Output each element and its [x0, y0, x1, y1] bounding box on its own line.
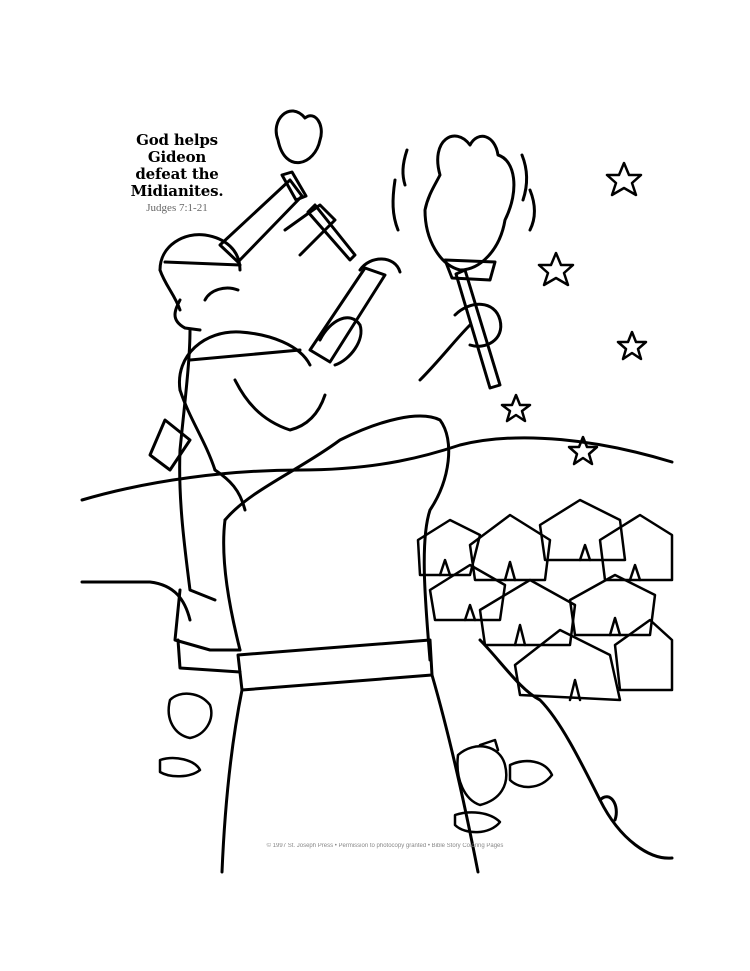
tent-icon — [513, 628, 622, 702]
torch-icon — [306, 203, 357, 262]
torch-icon — [274, 109, 323, 164]
broken-jar-icon — [453, 811, 502, 834]
torch-icon — [454, 268, 502, 390]
caption-line: God helps — [136, 131, 218, 149]
broken-jar-icon — [158, 756, 202, 778]
soldier-front — [148, 134, 536, 874]
star-icon — [605, 161, 643, 197]
star-icon — [616, 330, 648, 361]
caption-line: Midianites. — [130, 182, 224, 200]
caption-line: defeat the — [135, 165, 219, 183]
broken-jar-icon — [508, 759, 554, 789]
soldier-back — [158, 109, 357, 674]
star-icon — [500, 393, 532, 423]
star-icon — [537, 251, 575, 287]
star-icon — [567, 435, 599, 466]
tent-icon — [598, 513, 674, 582]
caption-line: Gideon — [147, 148, 207, 166]
tent-icon — [416, 518, 482, 577]
broken-jar-icon — [456, 745, 508, 807]
broken-jar-icon — [167, 692, 213, 740]
tent-icon — [478, 578, 577, 647]
tent-camp — [416, 498, 674, 702]
stars — [500, 161, 648, 466]
tent-icon — [613, 618, 674, 692]
trumpet-icon — [308, 266, 387, 364]
tent-icon — [468, 513, 552, 582]
copyright-notice: © 1997 St. Joseph Press • Permission to … — [266, 843, 504, 849]
hills — [80, 436, 674, 860]
caption-block: God helps Gideon defeat the Midianites. … — [112, 132, 242, 215]
tent-icon — [568, 573, 657, 637]
tent-icon — [428, 563, 507, 622]
broken-jars — [158, 692, 554, 834]
torch-icon — [423, 134, 516, 272]
tent-icon — [538, 498, 627, 562]
scripture-reference: Judges 7:1-21 — [146, 202, 208, 214]
